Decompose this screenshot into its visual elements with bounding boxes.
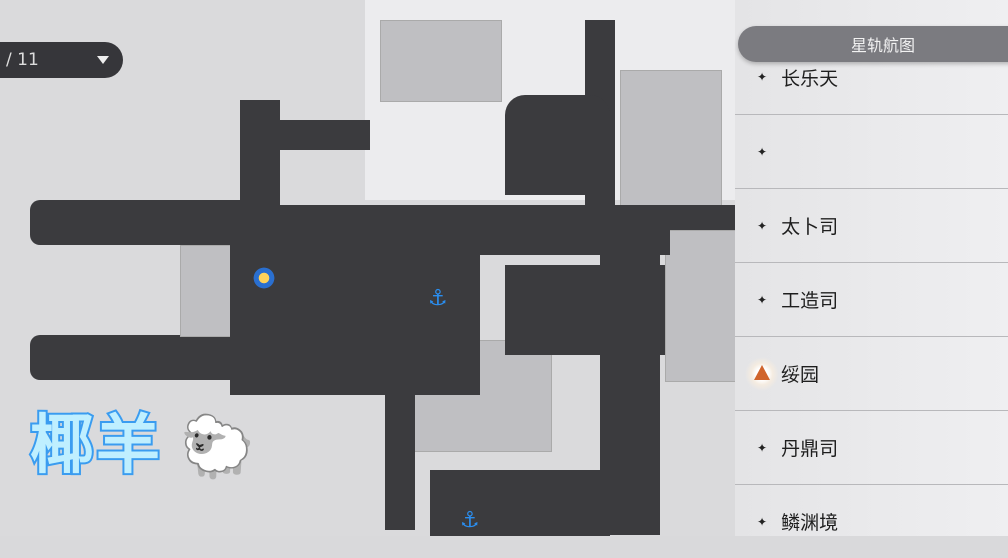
sheep-icon: 🐑: [180, 412, 255, 482]
map-floor: [430, 470, 610, 536]
star-bullet-icon: ✦: [757, 292, 768, 307]
star-bullet-icon: ✦: [757, 70, 768, 84]
mission-marker-icon: [745, 356, 779, 391]
watermark-text: 椰羊: [28, 407, 162, 485]
location-item[interactable]: ✦ 太卜司: [735, 188, 1008, 262]
map-building: [665, 230, 737, 382]
player-location-icon: [252, 266, 276, 290]
location-label: 绥园: [781, 364, 820, 386]
panel-title: 星轨航图: [850, 36, 915, 55]
map-floor: [30, 200, 240, 245]
location-label: 丹鼎司: [781, 438, 839, 460]
floor-selector[interactable]: / 11: [0, 42, 123, 78]
map-floor: [240, 120, 370, 150]
location-item[interactable]: ✦: [735, 114, 1008, 188]
map-floor: [470, 205, 670, 255]
floor-selector-label: / 11: [6, 50, 39, 70]
map-floor: [230, 205, 480, 395]
star-bullet-icon: ✦: [757, 514, 768, 529]
location-item[interactable]: ✦ 工造司: [735, 262, 1008, 336]
star-bullet-icon: ✦: [757, 440, 768, 455]
map-building: [380, 20, 502, 102]
space-anchor-icon[interactable]: ⚓: [460, 508, 480, 533]
star-rail-map-button[interactable]: 星轨航图: [738, 26, 1008, 62]
map-building: [620, 70, 722, 212]
map-floor: [30, 335, 240, 380]
dropdown-arrow-icon: [97, 56, 109, 64]
location-label: 鳞渊境: [781, 512, 839, 534]
map-floor: [240, 100, 280, 210]
location-item[interactable]: ✦ 鳞渊境: [735, 484, 1008, 558]
map-floor: [385, 390, 415, 530]
space-anchor-icon[interactable]: ⚓: [428, 286, 448, 311]
location-panel: 星轨航图 ✦ 长乐天 ✦ ✦ 太卜司 ✦ 工造司 绥园 ✦ 丹鼎司 ✦ 鳞渊境: [735, 0, 1008, 536]
map-floor: [505, 95, 610, 195]
location-label: 工造司: [781, 290, 839, 312]
map-floor: [655, 205, 735, 230]
location-item[interactable]: 绥园: [735, 336, 1008, 410]
star-bullet-icon: ✦: [757, 144, 768, 159]
location-item[interactable]: ✦ 长乐天: [735, 40, 1008, 114]
map-floor: [600, 255, 660, 535]
location-label: 长乐天: [781, 67, 839, 90]
location-label: 太卜司: [781, 216, 839, 238]
location-item[interactable]: ✦ 丹鼎司: [735, 410, 1008, 484]
star-bullet-icon: ✦: [757, 218, 768, 233]
